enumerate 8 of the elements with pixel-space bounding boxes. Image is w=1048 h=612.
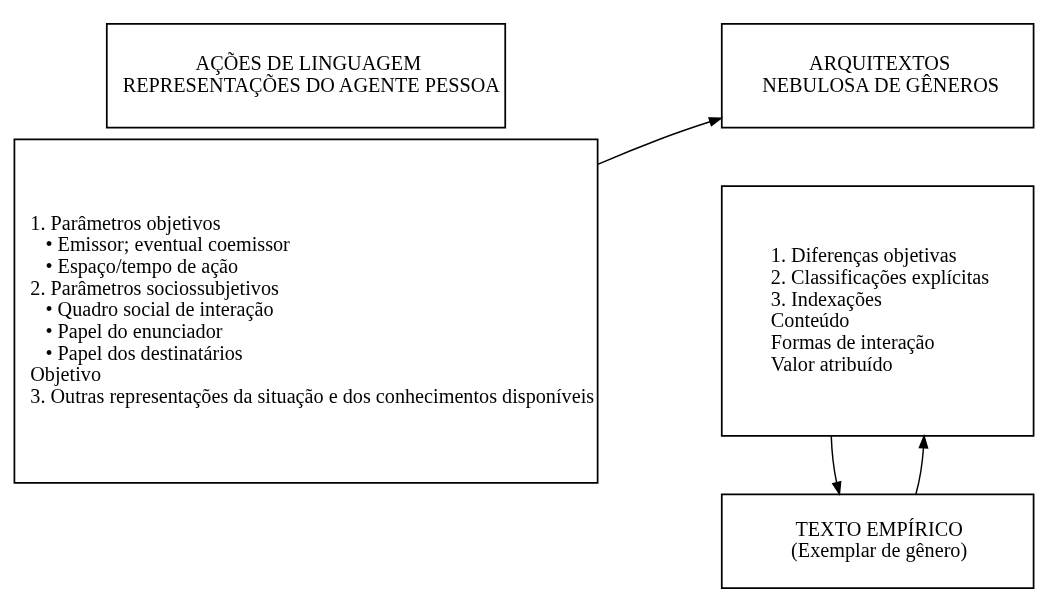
arrow <box>830 435 842 497</box>
node-box: 1. Parâmetros objetivos • Emissor; eventual coemissor • Espaço/tempo de ação 2. Parâmetros sociossubjetivos • Quadro social de interação • Papel do enunciador • Papel dos destinatários Objetivo 3. Outras representações da situação e dos conhecimentos disponíveis <box>13 138 599 484</box>
node-box: AÇÕES DE LINGUAGEM REPRESENTAÇÕES DO AGENTE PESSOA <box>105 22 507 129</box>
arrow <box>915 434 929 495</box>
node-box: ARQUITEXTOS NEBULOSA DE GÊNEROS <box>720 22 1035 129</box>
node-box: TEXTO EMPÍRICO (Exemplar de gênero) <box>720 493 1035 590</box>
arrow <box>596 117 724 166</box>
node-box: 1. Diferenças objetivas 2. Classificações explícitas 3. Indexações Conteúdo Formas de interação Valor atribuído <box>720 185 1035 437</box>
